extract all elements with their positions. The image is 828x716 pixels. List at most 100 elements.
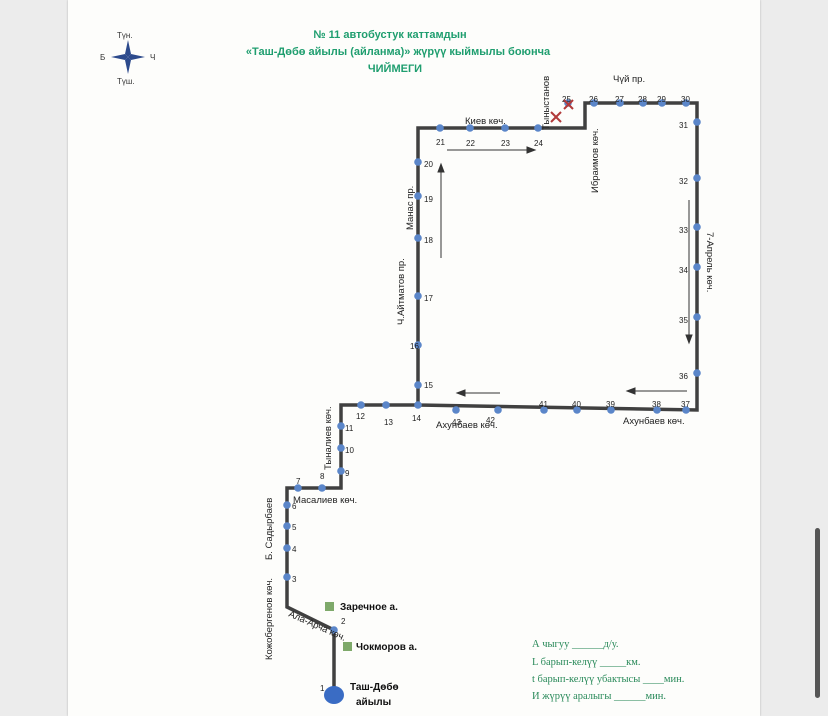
stop-label-43: 43 (452, 418, 461, 427)
stop-label-39: 39 (606, 400, 615, 409)
scrollbar-thumb[interactable] (815, 528, 820, 698)
stop-marker-18[interactable] (414, 234, 422, 242)
stop-marker-11[interactable] (337, 422, 345, 430)
stop-marker-42[interactable] (494, 406, 502, 414)
stop-label-33: 33 (679, 226, 688, 235)
stop-marker-36[interactable] (693, 369, 701, 377)
stop-marker-31[interactable] (693, 118, 701, 126)
stop-marker-4[interactable] (283, 544, 291, 552)
stop-marker-8[interactable] (318, 484, 326, 492)
stop-marker-39[interactable] (607, 406, 615, 414)
stop-label-6: 6 (292, 502, 297, 511)
stop-marker-41[interactable] (540, 406, 548, 414)
compass-rose-icon (111, 40, 145, 74)
stop-marker-13[interactable] (382, 401, 390, 409)
stop-marker-7[interactable] (294, 484, 302, 492)
terminal-stop-tashdobo[interactable] (324, 686, 344, 704)
stop-marker-22[interactable] (466, 124, 474, 132)
stop-label-10: 10 (345, 446, 354, 455)
stop-label-22: 22 (466, 139, 475, 148)
place-zarechnoe: Заречное а. (340, 602, 398, 613)
stop-label-13: 13 (384, 418, 393, 427)
stop-marker-26[interactable] (590, 99, 598, 107)
stop-marker-16[interactable] (414, 341, 422, 349)
street-chuy: Чүй пр. (613, 74, 645, 85)
stop-marker-33[interactable] (693, 223, 701, 231)
stop-marker-43[interactable] (452, 406, 460, 414)
street-manas: Манас пр. (405, 186, 416, 230)
stop-marker-27[interactable] (616, 99, 624, 107)
stop-marker-2[interactable] (330, 626, 338, 634)
stop-marker-15[interactable] (414, 381, 422, 389)
stop-marker-38[interactable] (653, 406, 661, 414)
stop-label-36: 36 (679, 372, 688, 381)
stop-marker-21[interactable] (436, 124, 444, 132)
stop-label-27: 27 (615, 95, 624, 104)
stop-label-31: 31 (679, 121, 688, 130)
street-tynaliev: Тыналиев көч. (323, 406, 334, 470)
stop-marker-28[interactable] (639, 99, 647, 107)
stop-marker-12[interactable] (357, 401, 365, 409)
street-ibraimov: Ибраимов көч. (590, 128, 601, 193)
stop-label-41: 41 (539, 400, 548, 409)
map-sheet (68, 0, 760, 716)
street-ala-archa: Ала-Арча көч. (287, 609, 348, 644)
stop-label-9: 9 (345, 469, 350, 478)
title-line-2: «Таш-Дөбө айылы (айланма)» жүрүү кыймылы… (246, 46, 551, 58)
legend-interval: И жүрүү аралыгы ______мин. (532, 691, 666, 702)
place-tashdobo-line-2: айылы (356, 697, 391, 708)
stop-marker-35[interactable] (693, 313, 701, 321)
stop-label-34: 34 (679, 266, 688, 275)
stop-label-17: 17 (424, 294, 433, 303)
street-april-7: 7-Апрель көч. (704, 232, 715, 292)
street-sadyrbaev: Б. Садырбаев (264, 498, 275, 560)
stop-marker-24[interactable] (534, 124, 542, 132)
street-tynystanov: Тыныстанов (541, 76, 552, 130)
stop-label-5: 5 (292, 523, 297, 532)
stop-marker-5[interactable] (283, 522, 291, 530)
stop-marker-30[interactable] (682, 99, 690, 107)
stop-marker-9[interactable] (337, 467, 345, 475)
stop-label-15: 15 (424, 381, 433, 390)
stop-label-14: 14 (412, 414, 421, 423)
stop-label-19: 19 (424, 195, 433, 204)
legend-departure: А чыгуу ______д/у. (532, 639, 619, 650)
chokmorov-marker-icon (343, 642, 352, 651)
stop-marker-37[interactable] (682, 406, 690, 414)
stop-label-37: 37 (681, 400, 690, 409)
stop-label-29: 29 (657, 95, 666, 104)
stop-marker-14[interactable] (414, 401, 422, 409)
stop-marker-32[interactable] (693, 174, 701, 182)
stop-marker-40[interactable] (573, 406, 581, 414)
compass-east: Ч (150, 53, 155, 62)
stop-label-25: 25 (562, 95, 571, 104)
stop-marker-3[interactable] (283, 573, 291, 581)
stop-marker-20[interactable] (414, 158, 422, 166)
stop-label-32: 32 (679, 177, 688, 186)
zarechnoe-marker-icon (325, 602, 334, 611)
stop-label-8: 8 (320, 472, 325, 481)
stop-label-11: 11 (345, 424, 354, 433)
stop-label-21: 21 (436, 138, 445, 147)
stop-marker-23[interactable] (501, 124, 509, 132)
street-masaliev: Масалиев көч. (293, 495, 357, 506)
stop-label-40: 40 (572, 400, 581, 409)
stop-label-35: 35 (679, 316, 688, 325)
stop-marker-34[interactable] (693, 263, 701, 271)
stop-marker-19[interactable] (414, 192, 422, 200)
stop-marker-6[interactable] (283, 501, 291, 509)
street-aitmatov: Ч.Айтматов пр. (396, 258, 407, 325)
compass-west: Б (100, 53, 105, 62)
legend-trip-time: t барып-келүү убактысы ____мин. (532, 674, 684, 685)
stop-marker-10[interactable] (337, 444, 345, 452)
compass-south: Түш. (117, 77, 135, 86)
legend-distance: L барып-келүү _____км. (532, 657, 641, 668)
stop-marker-29[interactable] (658, 99, 666, 107)
stop-marker-17[interactable] (414, 292, 422, 300)
street-kiev: Киев көч. (465, 116, 506, 127)
place-tashdobo-line-1: Таш-Дөбө (350, 681, 399, 693)
title-line-3: ЧИЙМЕГИ (368, 62, 422, 75)
stop-label-30: 30 (681, 95, 690, 104)
